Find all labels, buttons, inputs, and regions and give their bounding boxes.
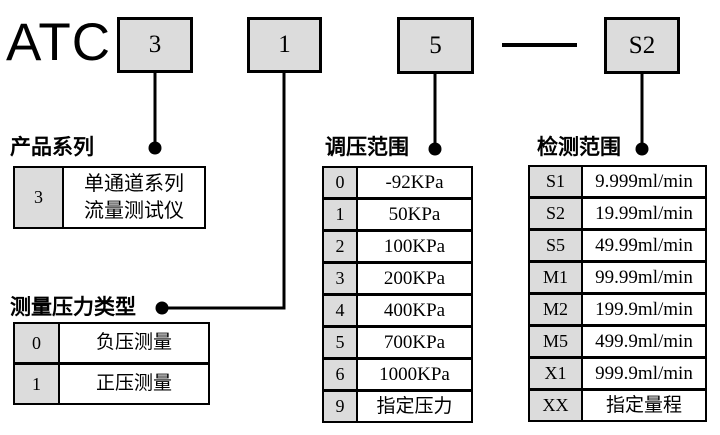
bullet-detection-range xyxy=(635,142,649,156)
value-cell: 100KPa xyxy=(383,235,446,257)
section-title-regulation-range: 调压范围 xyxy=(325,135,409,159)
table-row: M2 199.9ml/min xyxy=(530,292,705,324)
table-row: 6 1000KPa xyxy=(324,357,471,389)
code-box-detection-range: S2 xyxy=(604,17,680,74)
dash-separator xyxy=(502,43,577,47)
value-cell: 200KPa xyxy=(383,267,446,289)
table-row: S1 9.999ml/min xyxy=(530,167,705,196)
table-regulation-range: 0 -92KPa 1 50KPa 2 100KPa 3 200KPa 4 400… xyxy=(322,166,473,423)
code-cell: M5 xyxy=(530,327,583,356)
table-row: 0 负压测量 xyxy=(15,324,208,362)
table-row: 3 单通道系列 流量测试仪 xyxy=(15,168,204,227)
section-title-pressure-type: 测量压力类型 xyxy=(10,295,136,319)
section-title-detection-range: 检测范围 xyxy=(537,135,621,159)
value-cell: 50KPa xyxy=(388,203,441,225)
code-cell: 0 xyxy=(324,168,358,197)
value-cell: 199.9ml/min xyxy=(595,298,693,320)
table-row: 3 200KPa xyxy=(324,261,471,293)
code-cell: 2 xyxy=(324,232,358,261)
value-cell: 9.999ml/min xyxy=(595,170,693,192)
value-cell: 负压测量 xyxy=(95,332,172,354)
table-pressure-type: 0 负压测量 1 正压测量 xyxy=(13,322,210,405)
value-cell: 指定量程 xyxy=(605,394,682,416)
table-row: 0 -92KPa xyxy=(324,168,471,197)
code-box-pressure-type: 1 xyxy=(247,17,322,73)
code-cell: 5 xyxy=(324,328,358,357)
table-row: 1 正压测量 xyxy=(15,362,208,403)
table-row: XX 指定量程 xyxy=(530,388,705,420)
value-cell: 19.99ml/min xyxy=(595,202,693,224)
code-cell: X1 xyxy=(530,359,583,388)
table-row: M5 499.9ml/min xyxy=(530,324,705,356)
value-cell: -92KPa xyxy=(385,171,444,193)
value-cell: 99.99ml/min xyxy=(595,266,693,288)
code-cell: 6 xyxy=(324,360,358,389)
table-row: 1 50KPa xyxy=(324,197,471,229)
code-cell: 0 xyxy=(15,324,60,362)
table-product-series: 3 单通道系列 流量测试仪 xyxy=(13,166,206,229)
table-row: 2 100KPa xyxy=(324,229,471,261)
value-cell: 指定压力 xyxy=(376,395,453,417)
bullet-regulation-range xyxy=(428,142,442,156)
value-cell: 400KPa xyxy=(383,299,446,321)
table-row: X1 999.9ml/min xyxy=(530,356,705,388)
value-cell: 499.9ml/min xyxy=(595,330,693,352)
value-cell: 单通道系列 流量测试仪 xyxy=(84,172,184,222)
table-row: 5 700KPa xyxy=(324,325,471,357)
code-cell: 3 xyxy=(15,168,64,227)
code-cell: 1 xyxy=(15,365,60,403)
value-cell: 49.99ml/min xyxy=(595,234,693,256)
code-cell: S2 xyxy=(530,199,583,228)
value-cell: 1000KPa xyxy=(379,363,450,385)
code-cell: 4 xyxy=(324,296,358,325)
table-row: 4 400KPa xyxy=(324,293,471,325)
table-row: 9 指定压力 xyxy=(324,389,471,421)
table-row: M1 99.99ml/min xyxy=(530,260,705,292)
code-cell: XX xyxy=(530,391,583,420)
code-cell: 1 xyxy=(324,200,358,229)
table-row: S5 49.99ml/min xyxy=(530,228,705,260)
value-cell: 999.9ml/min xyxy=(595,362,693,384)
code-cell: M2 xyxy=(530,295,583,324)
code-cell: S5 xyxy=(530,231,583,260)
section-title-product-series: 产品系列 xyxy=(10,135,94,159)
bullet-pressure-type xyxy=(155,301,169,315)
code-cell: 9 xyxy=(324,392,358,421)
code-box-regulation-range: 5 xyxy=(397,17,474,74)
table-detection-range: S1 9.999ml/min S2 19.99ml/min S5 49.99ml… xyxy=(528,165,707,422)
code-cell: S1 xyxy=(530,167,583,196)
model-prefix: ATC xyxy=(6,13,112,72)
value-cell: 正压测量 xyxy=(95,373,172,395)
code-cell: M1 xyxy=(530,263,583,292)
value-cell: 700KPa xyxy=(383,331,446,353)
bullet-product-series xyxy=(148,141,162,155)
code-cell: 3 xyxy=(324,264,358,293)
code-box-product-series: 3 xyxy=(117,17,193,73)
table-row: S2 19.99ml/min xyxy=(530,196,705,228)
